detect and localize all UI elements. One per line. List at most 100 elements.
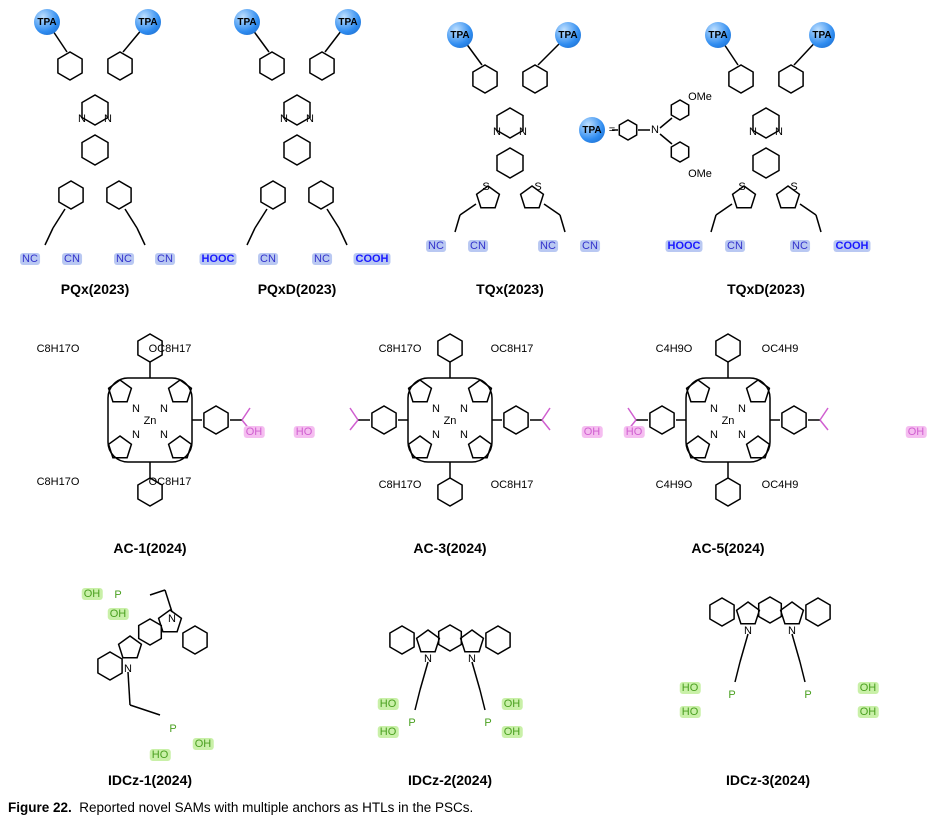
tpa-sphere: TPA — [809, 22, 835, 48]
benzene-ring — [715, 477, 741, 507]
bond — [44, 227, 54, 246]
tpa-sphere: TPA — [447, 22, 473, 48]
bond — [791, 633, 801, 663]
tpa-sphere: TPA — [34, 9, 60, 35]
five-membered-ring — [745, 435, 771, 459]
anchor-cn: CN — [155, 253, 175, 265]
anchor-nc: NC — [312, 253, 332, 265]
atom-label: N — [132, 429, 140, 441]
five-membered-ring — [731, 185, 757, 209]
bond — [543, 203, 561, 216]
figure-caption: Figure 22. Reported novel SAMs with mult… — [8, 800, 473, 815]
atom-label: N — [424, 653, 432, 665]
alkoxy: C4H9O — [655, 343, 693, 355]
atom-label: N — [519, 126, 527, 138]
benzene-ring — [496, 107, 524, 139]
benzene-ring — [778, 64, 804, 94]
atom-label: N — [78, 113, 86, 125]
bond — [710, 214, 717, 233]
atom-label: N — [749, 126, 757, 138]
atom-label: S — [534, 181, 541, 193]
five-membered-ring — [745, 379, 771, 403]
five-membered-ring — [519, 185, 545, 209]
benzene-ring — [309, 51, 335, 81]
carboxyl-bond — [819, 407, 829, 431]
compound-label-ac5: AC-5(2024) — [691, 540, 765, 556]
compound-label-ac1: AC-1(2024) — [113, 540, 187, 556]
figure-number: Figure 22. — [8, 800, 72, 815]
alkoxy: OC8H17 — [148, 343, 192, 355]
anchor-hooc: HOOC — [665, 240, 703, 252]
anchor-nc: NC — [114, 253, 134, 265]
anchor-cooh: COOH — [833, 240, 871, 252]
atom-label: P — [114, 589, 121, 601]
bond — [136, 227, 146, 246]
benzene-ring — [503, 405, 529, 435]
alkoxy: OC8H17 — [148, 476, 192, 488]
atom-label: N — [160, 429, 168, 441]
tpa-sphere: TPA — [135, 9, 161, 35]
benzene-ring — [496, 147, 524, 179]
tpa-sphere: TPA — [705, 22, 731, 48]
anchor-ho: HO — [679, 706, 701, 718]
bond — [659, 133, 673, 145]
bond — [815, 214, 822, 233]
five-membered-ring — [779, 601, 805, 625]
benzene-ring — [137, 618, 163, 646]
compound-label-ac3: AC-3(2024) — [413, 540, 487, 556]
alkoxy: C4H9O — [655, 479, 693, 491]
atom-label: N — [432, 429, 440, 441]
benzene-ring — [57, 51, 83, 81]
five-membered-ring — [117, 635, 143, 659]
atom-label: N — [432, 403, 440, 415]
bond — [799, 661, 806, 683]
anchor-oh: OH — [243, 426, 265, 438]
alkoxy: C8H17O — [36, 476, 80, 488]
benzene-ring — [260, 180, 286, 210]
bond — [52, 208, 66, 229]
atom-label: P — [408, 717, 415, 729]
five-membered-ring — [685, 379, 711, 403]
five-membered-ring — [459, 629, 485, 653]
bond — [739, 633, 749, 663]
benzene-ring — [752, 107, 780, 139]
benzene-ring — [259, 51, 285, 81]
atom-label: Zn — [722, 415, 735, 427]
benzene-ring — [106, 180, 132, 210]
benzene-ring — [203, 405, 229, 435]
compound-label-pqx: PQx(2023) — [60, 281, 130, 297]
anchor-nc: NC — [538, 240, 558, 252]
anchor-oh: OH — [905, 426, 927, 438]
anchor-cn: CN — [62, 253, 82, 265]
benzene-ring — [728, 64, 754, 94]
atom-label: S — [482, 181, 489, 193]
five-membered-ring — [107, 379, 133, 403]
benzene-ring — [485, 625, 511, 655]
atom-label: Zn — [444, 415, 457, 427]
five-membered-ring — [467, 379, 493, 403]
anchor-oh: OH — [192, 738, 214, 750]
bond — [164, 589, 173, 613]
benzene-ring — [670, 141, 690, 163]
benzene-ring — [522, 64, 548, 94]
bond — [127, 671, 131, 706]
atom-label: S — [738, 181, 745, 193]
anchor-nc: NC — [790, 240, 810, 252]
carboxyl-bond — [349, 407, 359, 431]
five-membered-ring — [407, 379, 433, 403]
bond — [559, 214, 566, 233]
compound-label-idcz1: IDCz-1(2024) — [107, 772, 193, 788]
alkoxy: C8H17O — [36, 343, 80, 355]
anchor-oh: OH — [501, 698, 523, 710]
benzene-ring — [472, 64, 498, 94]
benzene-ring — [97, 651, 123, 681]
alkoxy: OC8H17 — [490, 479, 534, 491]
tpa-sphere: TPA — [335, 9, 361, 35]
tpa-ome-bottom: OMe — [688, 168, 712, 180]
benzene-ring — [137, 333, 163, 363]
atom-label: N — [738, 403, 746, 415]
tpa-sphere: TPA — [555, 22, 581, 48]
bond — [246, 227, 256, 246]
benzene-ring — [371, 405, 397, 435]
